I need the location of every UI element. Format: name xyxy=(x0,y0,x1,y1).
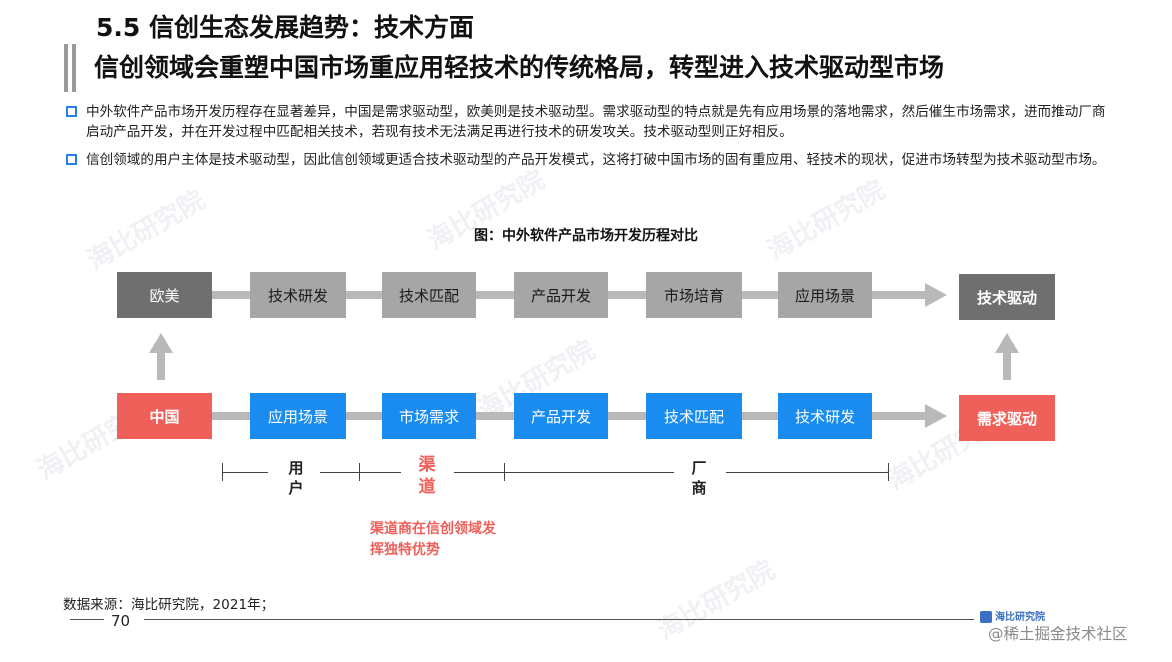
right-up-arrow-icon xyxy=(995,333,1019,353)
bracket-line xyxy=(320,472,360,473)
bracket-tick xyxy=(888,463,889,481)
bullet-text: 信创领域的用户主体是技术驱动型，因此信创领域更适合技术驱动型的产品开发模式，这将… xyxy=(86,152,1106,168)
bottom-step-4: 技术匹配 xyxy=(646,393,742,439)
watermark-3: 海比研究院 xyxy=(762,175,891,267)
bottom-end-box: 需求驱动 xyxy=(959,395,1055,441)
page-title: 5.5 信创生态发展趋势：技术方面 xyxy=(96,13,474,42)
bullet-text: 中外软件产品市场开发历程存在显著差异，中国是需求驱动型，欧美则是技术驱动型。需求… xyxy=(86,104,1106,140)
bottom-step-1: 应用场景 xyxy=(250,393,346,439)
bottom-start-box: 中国 xyxy=(117,393,212,439)
bracket-line xyxy=(359,472,401,473)
top-step-5: 应用场景 xyxy=(778,272,872,318)
channel-note: 渠道商在信创领域发挥独特优势 xyxy=(370,521,496,558)
bracket-line xyxy=(454,472,505,473)
bottom-step-3: 产品开发 xyxy=(514,393,608,439)
left-up-arrow-shaft xyxy=(157,352,165,380)
bracket-label-user: 用户 xyxy=(288,459,304,497)
bottom-step-5: 技术研发 xyxy=(778,393,872,439)
data-source: 数据来源：海比研究院，2021年； xyxy=(63,597,275,613)
bottom-step-2: 市场需求 xyxy=(382,393,476,439)
bracket-line xyxy=(726,472,888,473)
header-accent-bars xyxy=(64,44,82,92)
bracket-line xyxy=(504,472,674,473)
page-subtitle: 信创领域会重塑中国市场重应用轻技术的传统格局，转型进入技术驱动型市场 xyxy=(94,53,945,82)
top-step-2: 技术匹配 xyxy=(382,272,476,318)
logo-icon xyxy=(980,611,992,623)
top-end-box: 技术驱动 xyxy=(959,274,1055,320)
footer-line xyxy=(144,619,974,620)
bracket-line xyxy=(222,472,268,473)
page-number: 70 xyxy=(111,612,131,630)
footer-logo: 海比研究院 xyxy=(980,608,1045,623)
bracket-label-channel: 渠道 xyxy=(418,455,436,497)
top-step-3: 产品开发 xyxy=(514,272,608,318)
bracket-label-vendor: 厂商 xyxy=(691,459,707,497)
top-step-1: 技术研发 xyxy=(250,272,346,318)
platform-credit: @稀土掘金技术社区 xyxy=(988,625,1128,643)
bullet-square-icon xyxy=(66,154,77,165)
left-up-arrow-icon xyxy=(149,333,173,353)
top-step-4: 市场培育 xyxy=(646,272,742,318)
bottom-row-arrow-icon xyxy=(925,404,947,428)
footer-line-left xyxy=(70,619,104,620)
right-up-arrow-shaft xyxy=(1003,352,1011,380)
watermark-7: 海比研究院 xyxy=(652,555,781,647)
top-start-box: 欧美 xyxy=(117,272,212,318)
bullet-square-icon xyxy=(66,106,77,117)
top-row-arrow-icon xyxy=(925,283,947,307)
figure-title: 图：中外软件产品市场开发历程对比 xyxy=(474,228,698,244)
